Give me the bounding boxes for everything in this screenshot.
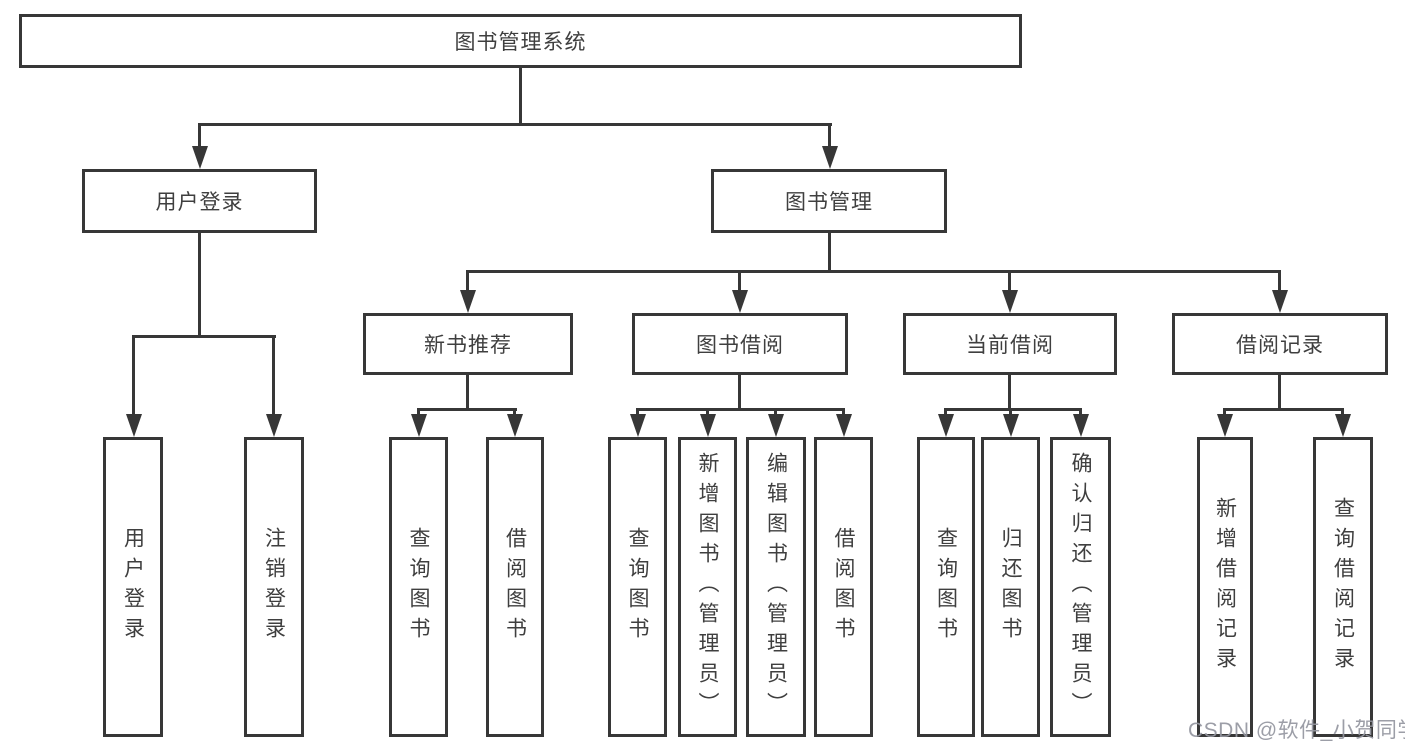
connector-arrowhead [192, 146, 208, 169]
connector-arrowhead [1002, 290, 1018, 313]
node-label: 确认归还（管理员） [1069, 452, 1092, 722]
connector-arrowhead [1003, 414, 1019, 437]
node-label: 查询图书 [934, 527, 958, 647]
connector-arrowhead [1217, 414, 1233, 437]
connector-root-stem [519, 68, 522, 123]
connector-shaft [1278, 270, 1281, 291]
node-label: 借阅图书 [503, 527, 527, 647]
connector-arrowhead [1335, 414, 1351, 437]
connector-shaft [272, 335, 275, 415]
connector-arrowhead [266, 414, 282, 437]
node-query-books-recommend: 查询图书 [389, 437, 448, 737]
connector-arrowhead [1272, 290, 1288, 313]
node-user-login-leaf: 用户登录 [103, 437, 163, 737]
connector-book-management-branch [467, 270, 1281, 273]
node-current-borrowing: 当前借阅 [903, 313, 1117, 375]
node-label: 借阅图书 [832, 527, 855, 647]
connector-shaft [1223, 408, 1226, 416]
node-label: 查询借阅记录 [1331, 497, 1355, 677]
node-book-management: 图书管理 [711, 169, 947, 233]
node-borrow-books-recommend: 借阅图书 [486, 437, 544, 737]
node-new-book-recommendation: 新书推荐 [363, 313, 573, 375]
node-label: 当前借阅 [966, 334, 1054, 357]
node-query-books-borrowing: 查询图书 [608, 437, 667, 737]
node-label: 归还图书 [999, 527, 1022, 647]
watermark-text: CSDN @软件_小贺同学 [1188, 719, 1405, 742]
connector-shaft [944, 408, 947, 416]
connector-arrowhead [836, 414, 852, 437]
node-label: 注销登录 [262, 527, 286, 647]
node-label: 用户登录 [121, 527, 145, 647]
connector-shaft-book-management [828, 123, 831, 147]
node-label: 借阅记录 [1236, 334, 1324, 357]
connector-arrowhead [822, 146, 838, 169]
connector-branch [1223, 408, 1344, 411]
connector-arrowhead [938, 414, 954, 437]
connector-root-branch [198, 123, 832, 126]
node-label: 查询图书 [407, 527, 430, 647]
node-return-book: 归还图书 [981, 437, 1040, 737]
connector-arrowhead [126, 414, 142, 437]
node-query-books-current: 查询图书 [917, 437, 975, 737]
connector-shaft [706, 408, 709, 416]
connector-shaft [842, 408, 845, 416]
connector-shaft [1341, 408, 1344, 416]
connector-arrowhead [630, 414, 646, 437]
connector-arrowhead [768, 414, 784, 437]
connector-arrowhead [411, 414, 427, 437]
node-label: 图书管理 [785, 191, 873, 214]
node-book-borrowing: 图书借阅 [632, 313, 848, 375]
node-add-book-admin: 新增图书（管理员） [678, 437, 737, 737]
node-query-borrow-record: 查询借阅记录 [1313, 437, 1373, 737]
connector-shaft [636, 408, 639, 416]
node-label: 新书推荐 [424, 334, 512, 357]
node-logout: 注销登录 [244, 437, 304, 737]
node-label: 新增借阅记录 [1213, 497, 1237, 677]
connector-shaft [1008, 270, 1011, 291]
connector-book-management-stem [828, 233, 831, 270]
connector-arrowhead [732, 290, 748, 313]
connector-stem [1008, 375, 1011, 408]
connector-branch [636, 408, 845, 411]
connector-stem [738, 375, 741, 408]
connector-stem [1278, 375, 1281, 408]
node-label: 编辑图书（管理员） [764, 452, 788, 722]
connector-arrowhead [507, 414, 523, 437]
node-label: 图书管理系统 [454, 31, 587, 54]
node-confirm-return-admin: 确认归还（管理员） [1050, 437, 1111, 737]
connector-shaft [1079, 408, 1082, 416]
connector-shaft [417, 408, 420, 416]
connector-shaft [132, 335, 135, 415]
connector-shaft-user-login [198, 123, 201, 147]
connector-branch [417, 408, 517, 411]
node-label: 新增图书（管理员） [696, 452, 719, 722]
connector-shaft [738, 270, 741, 291]
connector-arrowhead [1073, 414, 1089, 437]
connector-arrowhead [460, 290, 476, 313]
connector-shaft [513, 408, 516, 416]
connector-branch [944, 408, 1082, 411]
node-user-login: 用户登录 [82, 169, 317, 233]
connector-user-login-stem [198, 233, 201, 335]
connector-stem [466, 375, 469, 408]
node-borrowing-records: 借阅记录 [1172, 313, 1388, 375]
node-borrow-books: 借阅图书 [814, 437, 873, 737]
node-library-management-system: 图书管理系统 [19, 14, 1022, 68]
node-label: 图书借阅 [696, 334, 784, 357]
connector-shaft [1009, 408, 1012, 416]
node-add-borrow-record: 新增借阅记录 [1197, 437, 1253, 737]
node-edit-book-admin: 编辑图书（管理员） [746, 437, 806, 737]
connector-user-login-branch [132, 335, 276, 338]
connector-shaft [466, 270, 469, 291]
connector-arrowhead [700, 414, 716, 437]
node-label: 用户登录 [155, 191, 244, 214]
connector-shaft [774, 408, 777, 416]
node-label: 查询图书 [626, 527, 649, 647]
